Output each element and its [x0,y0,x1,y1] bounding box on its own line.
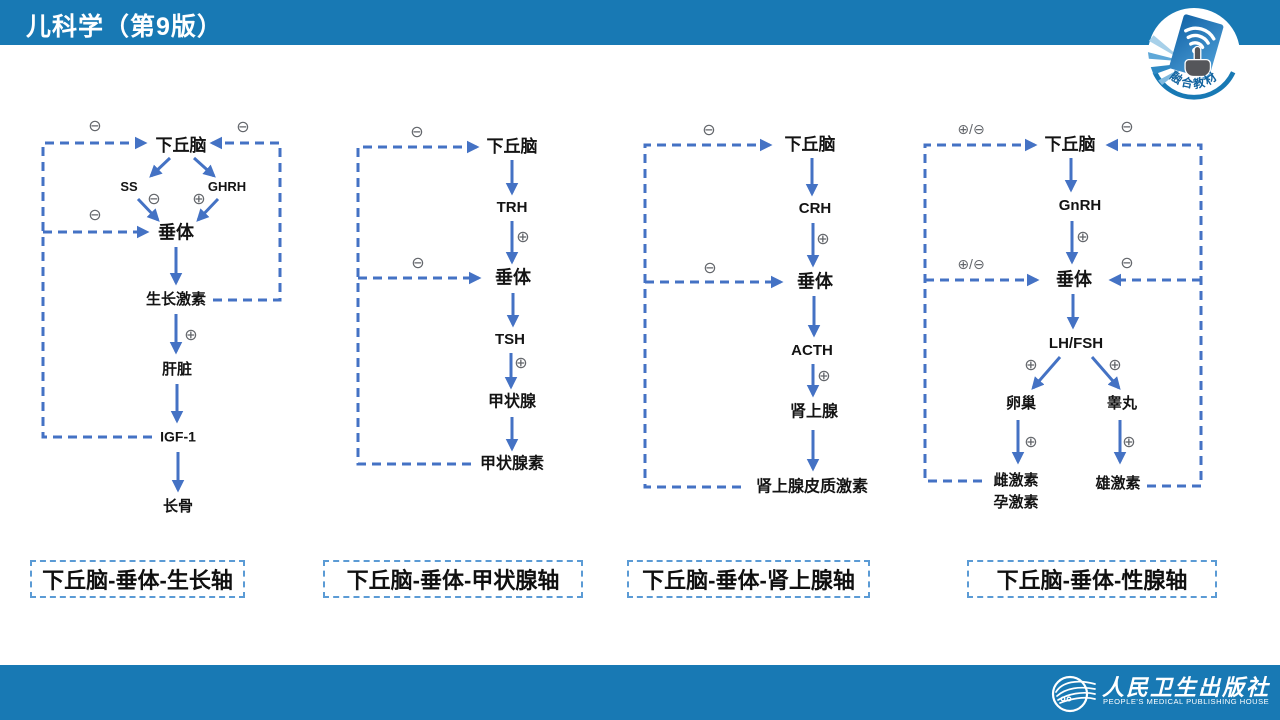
node-thyroid-pituitary: 垂体 [493,267,533,288]
axis-caption-thyroid: 下丘脑-垂体-甲状腺轴 [323,560,583,598]
sign-plus-icon: ⊕ [516,229,530,246]
sign-minus-icon: ⊖ [703,260,717,277]
node-adrenal-gland: 肾上腺 [787,403,841,422]
sign-minus-icon: ⊖ [88,118,102,135]
hand-cursor-icon [1184,45,1212,78]
node-growth-hypothalamus: 下丘脑 [153,136,209,156]
publisher-name-cn: 人民卫生出版社 [1102,675,1271,700]
node-growth-pituitary: 垂体 [156,222,196,243]
node-adrenal-cortex-hormone: 肾上腺皮质激素 [753,478,871,497]
node-gonadal-pituitary: 垂体 [1054,269,1094,290]
sign-minus-icon: ⊖ [702,122,716,139]
feedback-thyroxine-to-hypothalamus [356,140,480,466]
node-thyroid-hypothalamus: 下丘脑 [484,137,540,157]
publisher-logo-icon [1051,675,1096,713]
header-bar: 儿科学（第9版） [0,0,1280,45]
sign-plus-icon: ⊕ [192,191,206,208]
node-growth-hormone: 生长激素 [143,291,209,309]
wifi-icon [1184,26,1216,50]
node-thyroid-trh: TRH [494,199,530,217]
sign-minus-icon: ⊖ [147,191,161,208]
node-adrenal-hypothalamus: 下丘脑 [782,135,838,155]
thyroid-axis-arrows [356,140,520,466]
feedback-cortisol-to-hypothalamus [643,138,773,489]
adrenal-axis-arrows [643,138,821,489]
feedback-estrogen-to-hypothalamus [923,138,1038,483]
node-growth-ss: SS [118,179,140,195]
sign-plus-icon: ⊕ [1076,229,1090,246]
sign-plus-icon: ⊕ [1024,357,1038,374]
node-testis: 睾丸 [1104,395,1140,413]
axis-caption-adrenal: 下丘脑-垂体-肾上腺轴 [627,560,870,598]
node-thyroid-gland: 甲状腺 [485,393,539,412]
sign-minus-icon: ⊖ [410,124,424,141]
publisher-name-en: PEOPLE'S MEDICAL PUBLISHING HOUSE [1103,697,1270,706]
sign-minus-icon: ⊖ [236,119,250,136]
sign-plus-icon: ⊕ [1108,357,1122,374]
node-ovary: 卵巢 [1003,395,1039,413]
node-gonadal-gnrh: GnRH [1056,197,1104,215]
node-thyroxine: 甲状腺素 [477,455,547,474]
node-adrenal-pituitary: 垂体 [795,271,835,292]
sign-plus-icon: ⊕ [184,327,198,344]
node-adrenal-crh: CRH [796,200,834,218]
sign-minus-icon: ⊖ [1120,119,1134,136]
node-adrenal-acth: ACTH [789,342,835,360]
node-gonadal-hypothalamus: 下丘脑 [1042,135,1098,155]
node-androgen: 雄激素 [1093,475,1143,493]
sign-minus-icon: ⊖ [1120,255,1134,272]
sign-plus-minus-icon: ⊕/⊖ [957,121,985,137]
node-growth-ghrh: GHRH [205,179,249,195]
node-progesterone: 孕激素 [991,494,1041,512]
sign-plus-icon: ⊕ [1122,434,1136,451]
sign-minus-icon: ⊖ [411,255,425,272]
sign-minus-icon: ⊖ [88,207,102,224]
axis-caption-gonadal: 下丘脑-垂体-性腺轴 [967,560,1217,598]
node-growth-liver: 肝脏 [159,361,195,379]
node-thyroid-tsh: TSH [493,331,527,349]
feedback-gh-to-hypothalamus [209,136,282,302]
sign-plus-minus-icon: ⊕/⊖ [957,256,985,272]
sign-plus-icon: ⊕ [817,368,831,385]
fusion-badge: 融合教材 [1147,7,1241,101]
node-growth-long-bone: 长骨 [160,498,196,516]
sign-plus-icon: ⊕ [514,355,528,372]
slide-title: 儿科学（第9版） [26,13,223,41]
axis-caption-growth: 下丘脑-垂体-生长轴 [30,560,245,598]
node-gonadal-lhfsh: LH/FSH [1046,335,1106,353]
sign-plus-icon: ⊕ [816,231,830,248]
node-growth-igf1: IGF-1 [158,428,198,445]
sign-plus-icon: ⊕ [1024,434,1038,451]
node-estrogen: 雌激素 [991,472,1041,490]
